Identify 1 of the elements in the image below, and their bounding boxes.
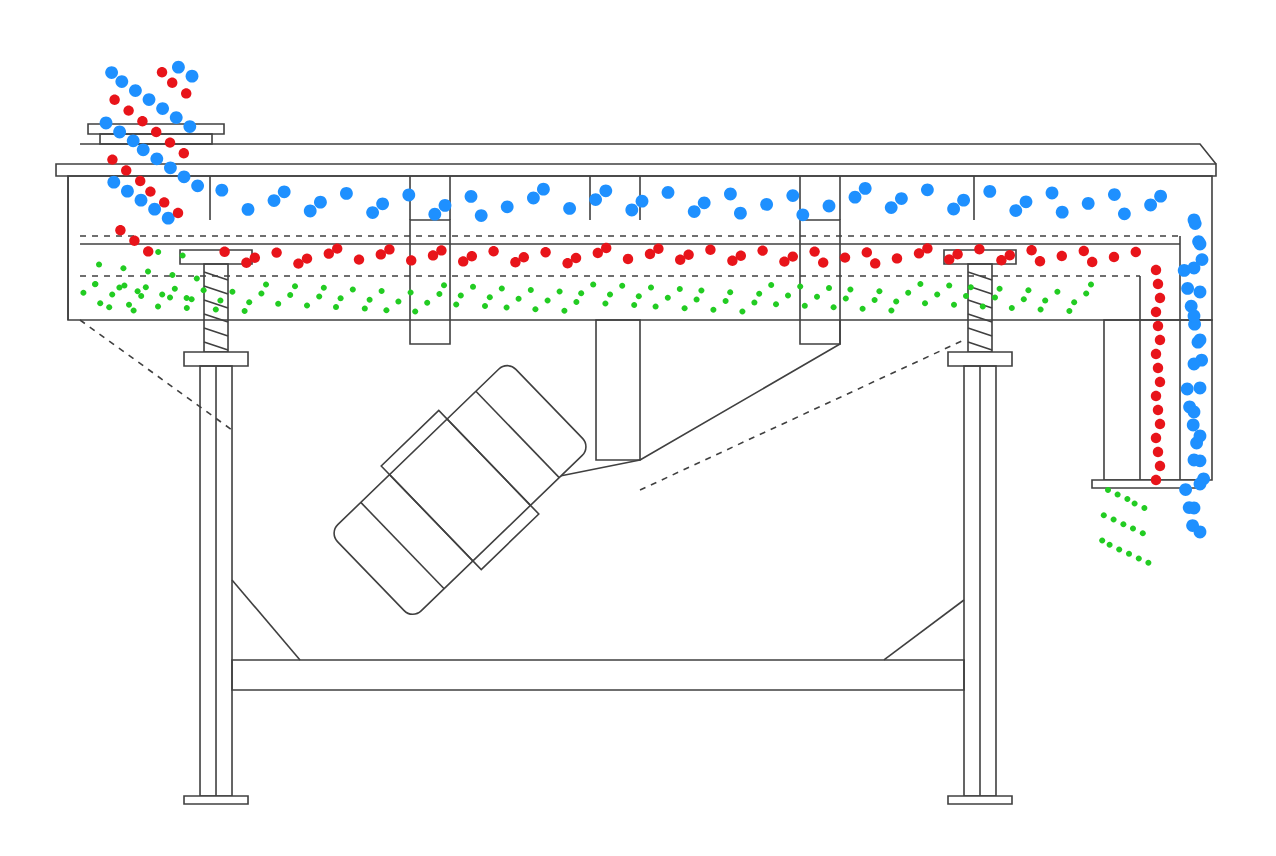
vibrating-screen-drawing xyxy=(55,60,1217,805)
